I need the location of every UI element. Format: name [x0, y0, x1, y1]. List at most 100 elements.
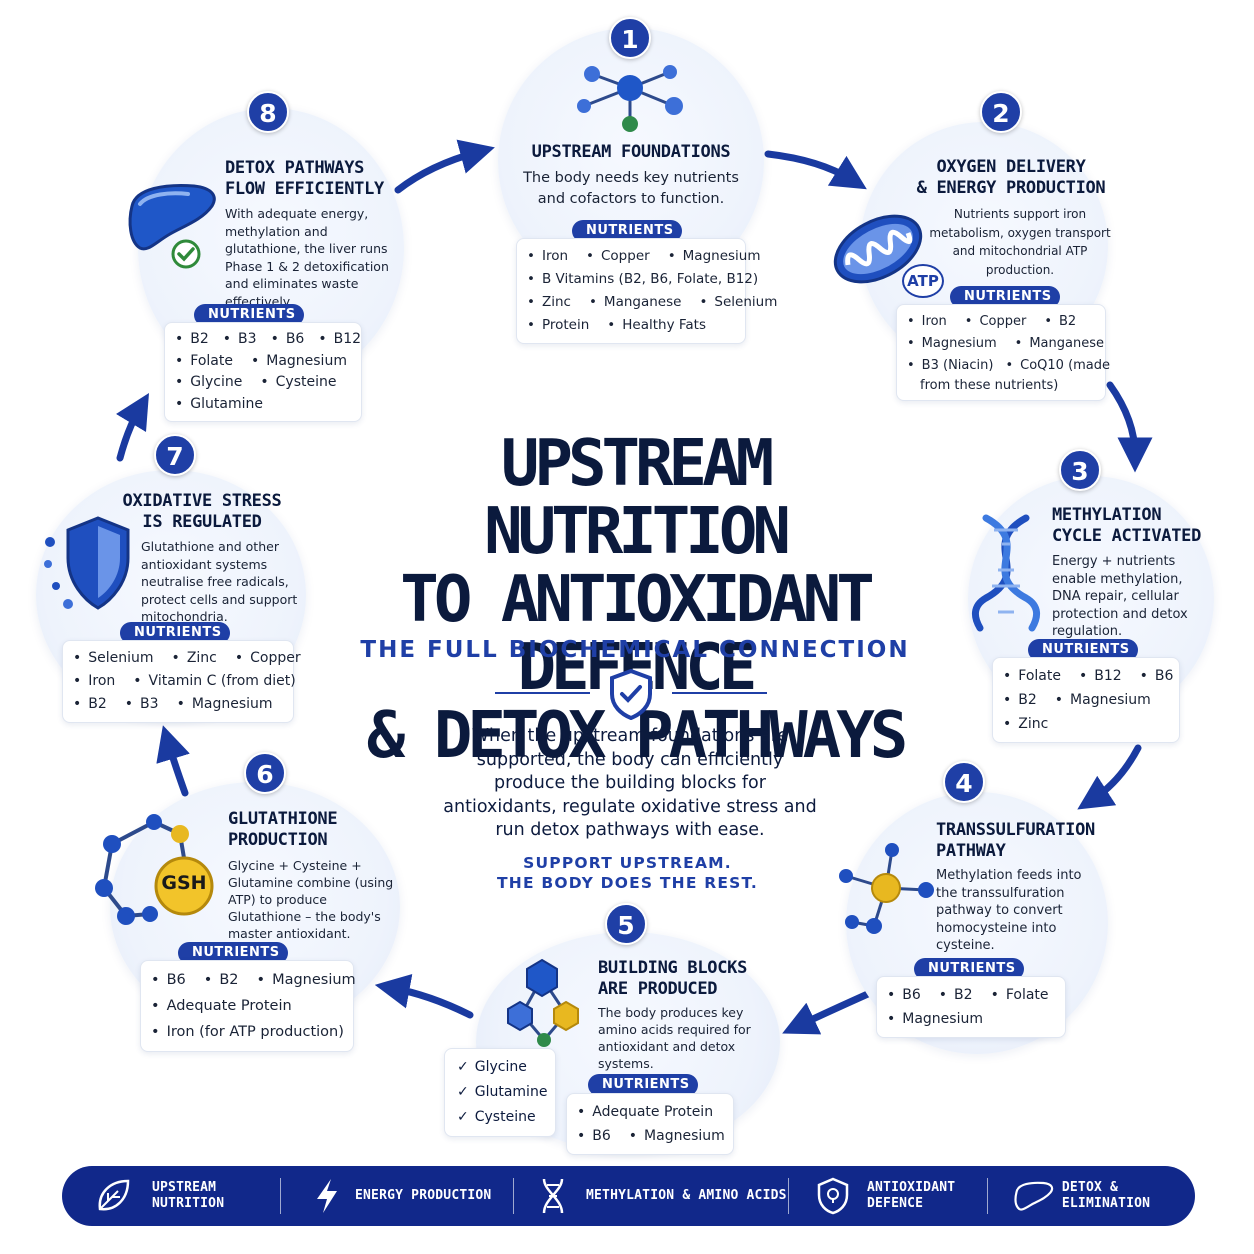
list-item: CoQ10 (made — [1005, 355, 1110, 377]
list-item: Magnesium — [1055, 688, 1151, 712]
step-7-nutrients-list: SeleniumZincCopper IronVitamin C (from d… — [62, 640, 301, 723]
step-3-description: Energy + nutrients enable methylation, D… — [1052, 554, 1188, 639]
list-item: Manganese — [589, 291, 682, 314]
step-8-nutrients-badge: NUTRIENTS — [194, 304, 304, 326]
list-item: B6 — [1140, 664, 1174, 688]
step-1-number: 1 — [609, 17, 651, 59]
step-8-description: With adequate energy, methylation and gl… — [225, 206, 389, 309]
step-4-nutrients-list: B6B2Folate Magnesium — [876, 976, 1066, 1038]
list-item: Selenium — [73, 647, 153, 670]
step-1-nutrients-badge: NUTRIENTS — [572, 220, 682, 242]
list-item: Folate — [991, 983, 1049, 1007]
page-subtitle: THE FULL BIOCHEMICAL CONNECTION — [360, 637, 910, 663]
step-4-description: Methylation feeds into the transsulfurat… — [936, 868, 1082, 953]
footer-separator — [513, 1178, 514, 1214]
footer-bar: UPSTREAM NUTRITION ENERGY PRODUCTION MET… — [62, 1166, 1195, 1226]
list-item: Adequate Protein — [577, 1100, 713, 1124]
list-item: B3 — [125, 693, 159, 716]
list-item: Iron (for ATP production) — [151, 1019, 344, 1045]
step-5-description: The body produces key amino acids requir… — [598, 1005, 751, 1071]
footer-item-upstream-nutrition: UPSTREAM NUTRITION — [62, 1166, 280, 1226]
step-4-nutrients-badge: NUTRIENTS — [914, 958, 1024, 980]
liver-icon — [1014, 1181, 1054, 1211]
list-item: Magnesium — [907, 333, 997, 355]
center-summary-text: When the upstream foundations are suppor… — [443, 726, 817, 840]
list-item: Iron — [73, 670, 115, 693]
dna-icon — [542, 1178, 564, 1214]
check-item: Glutamine — [457, 1080, 548, 1105]
arrow-3-to-4 — [1077, 744, 1142, 810]
footer-item-antioxidant-defence: ANTIOXIDANT DEFENCE — [789, 1166, 987, 1226]
arrow-6-to-7 — [156, 725, 190, 797]
list-item-continued: from these nutrients) — [920, 378, 1059, 393]
support-tagline: SUPPORT UPSTREAM. THE BODY DOES THE REST… — [497, 854, 758, 892]
step-6-number: 6 — [244, 752, 286, 794]
footer-separator — [987, 1178, 988, 1214]
footer-item-detox-elimination: DETOX & ELIMINATION — [988, 1166, 1194, 1226]
list-item: Magnesium — [887, 1007, 983, 1031]
arrow-7-to-8 — [115, 392, 150, 462]
arrow-2-to-3 — [1106, 381, 1153, 473]
list-item: Zinc — [172, 647, 217, 670]
step-3-title: METHYLATION CYCLE ACTIVATED — [1052, 505, 1202, 546]
list-item: B6 — [577, 1124, 611, 1148]
checkmark-icon — [171, 239, 201, 269]
step-8-nutrients-list: B2B3B6B12 FolateMagnesium GlycineCystein… — [164, 322, 362, 422]
step-7-title: OXIDATIVE STRESS IS REGULATED — [122, 491, 282, 532]
molecule-icon — [839, 843, 934, 934]
hexagon-molecule-icon — [507, 958, 579, 1047]
footer-item-methylation: METHYLATION & AMINO ACIDS — [514, 1166, 788, 1226]
step-4-title: TRANSSULFURATION PATHWAY — [936, 820, 1095, 861]
atp-label: ATP — [902, 264, 944, 298]
list-item: Magnesium — [177, 693, 273, 716]
shield-icon — [817, 1177, 849, 1215]
footer-separator — [280, 1178, 281, 1214]
list-item: Protein — [527, 314, 589, 337]
list-item: B3 (Niacin) — [907, 355, 994, 377]
arrow-8-to-1 — [394, 139, 495, 194]
step-3-nutrients-badge: NUTRIENTS — [1028, 639, 1138, 661]
footer-separator — [788, 1178, 789, 1214]
step-5-nutrients-list: Adequate Protein B6 Magnesium — [566, 1093, 734, 1155]
list-item: B12 — [1079, 664, 1121, 688]
lightning-icon — [317, 1179, 337, 1213]
list-item: B2 — [939, 983, 973, 1007]
list-item: B6 — [271, 329, 305, 351]
liver-icon — [128, 184, 216, 251]
step-5-number: 5 — [605, 903, 647, 945]
list-item: B Vitamins (B2, B6, Folate, B12) — [527, 268, 758, 291]
list-item: Cysteine — [260, 372, 337, 394]
step-5-title: BUILDING BLOCKS ARE PRODUCED — [598, 958, 748, 999]
step-6-title: GLUTATHIONE PRODUCTION — [228, 809, 338, 850]
step-3-nutrients-list: FolateB12B6 B2Magnesium Zinc — [992, 657, 1180, 743]
list-item: B12 — [318, 329, 361, 351]
list-item: Magnesium — [668, 245, 761, 268]
step-2-number: 2 — [980, 91, 1022, 133]
step-6-nutrients-badge: NUTRIENTS — [178, 942, 288, 964]
list-item: Magnesium — [629, 1124, 725, 1148]
step-4-number: 4 — [943, 761, 985, 803]
step-7-description: Glutathione and other antioxidant system… — [141, 539, 298, 624]
list-item: B6 — [151, 967, 186, 993]
list-item: Iron — [527, 245, 568, 268]
step-2-nutrients-list: IronCopperB2 MagnesiumManganese B3 (Niac… — [896, 304, 1110, 401]
shield-icon — [44, 516, 130, 610]
gsh-molecule-icon — [95, 814, 214, 925]
list-item: Adequate Protein — [151, 993, 292, 1019]
molecule-icon — [577, 65, 683, 132]
list-item: Manganese — [1015, 333, 1104, 355]
dna-icon — [972, 514, 1040, 632]
check-item: Glycine — [457, 1055, 543, 1080]
list-item: Magnesium — [251, 351, 347, 373]
check-item: Cysteine — [457, 1105, 543, 1130]
list-item: Magnesium — [257, 967, 356, 993]
list-item: Zinc — [527, 291, 571, 314]
step-1-description: The body needs key nutrients and cofacto… — [523, 170, 739, 207]
list-item: Glycine — [175, 372, 242, 394]
divider-left — [495, 692, 590, 694]
step-1-nutrients-list: IronCopperMagnesium B Vitamins (B2, B6, … — [516, 238, 777, 344]
list-item: Iron — [907, 311, 947, 333]
list-item: Selenium — [699, 291, 777, 314]
list-item: Copper — [965, 311, 1026, 333]
list-item: Folate — [1003, 664, 1061, 688]
